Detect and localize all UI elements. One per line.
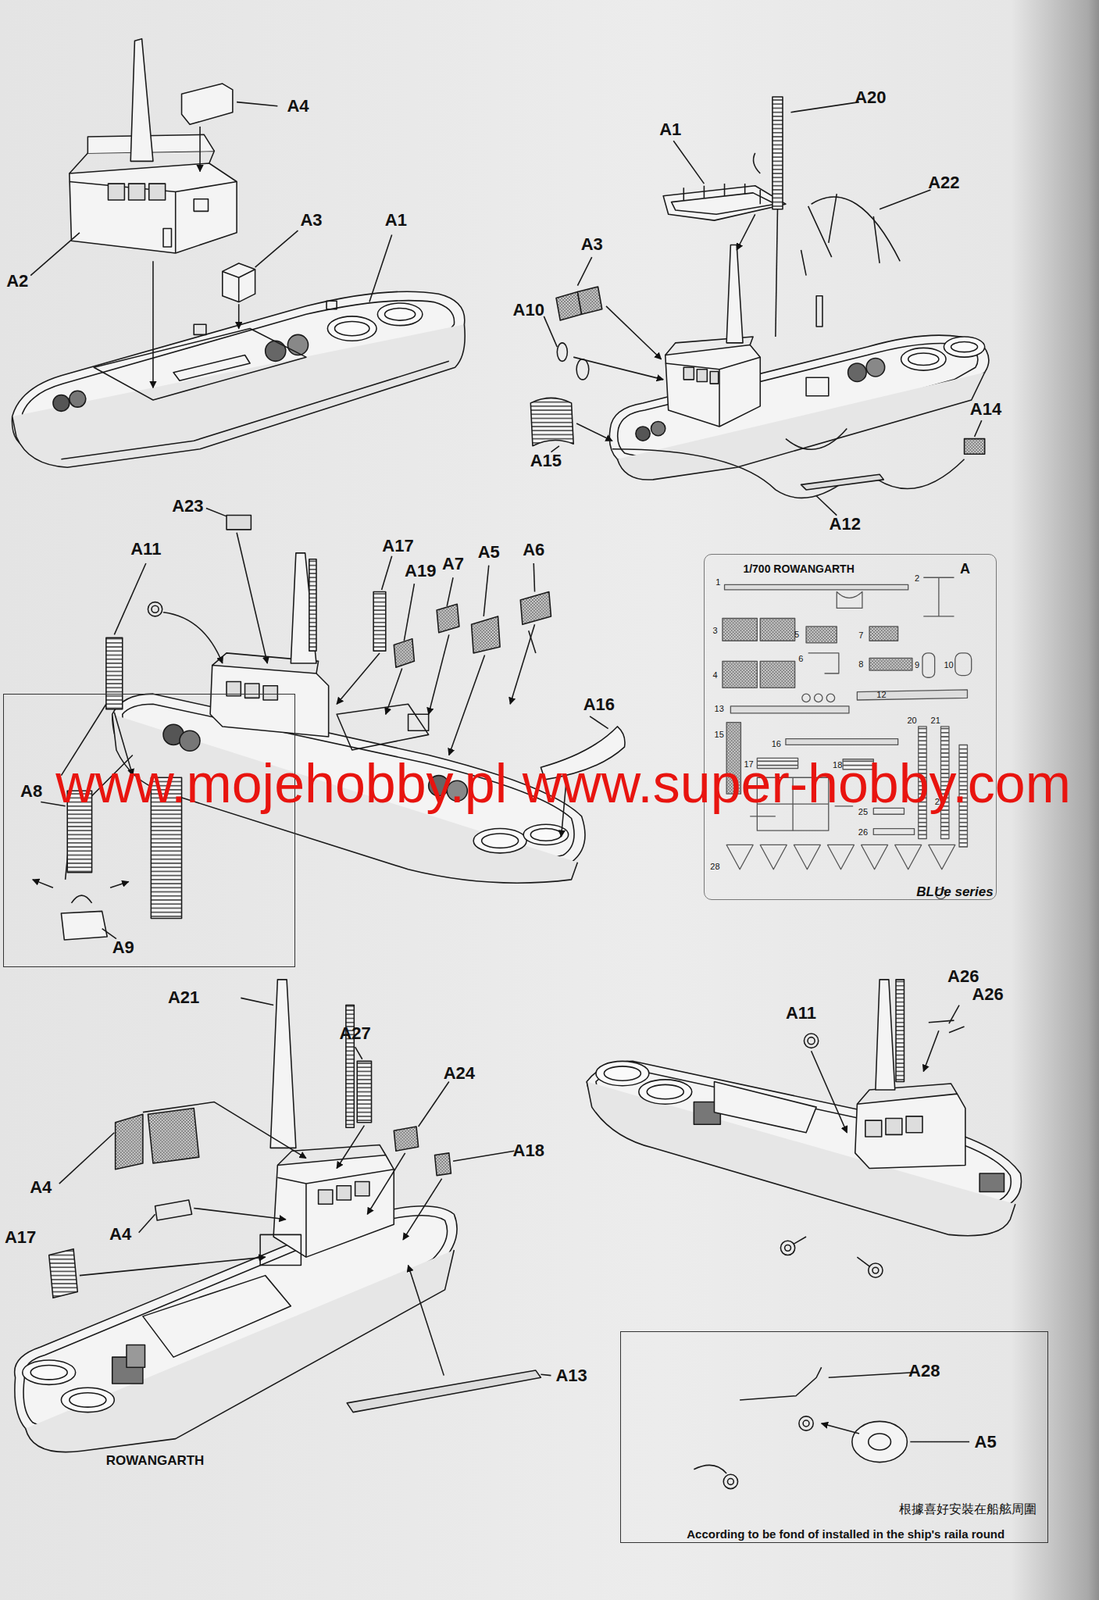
inset-box: A28A5 根據喜好安裝在船舷周圍 According to be fond of … bbox=[620, 1330, 1048, 1542]
callout-number: A19 bbox=[404, 561, 436, 581]
callout-number: A3 bbox=[299, 210, 322, 230]
callout-number: A9 bbox=[112, 938, 135, 957]
inset-box: A8A9 bbox=[3, 693, 296, 967]
callout-number: A26 bbox=[947, 966, 979, 986]
part-number: 9 bbox=[914, 660, 920, 670]
note-text: According to be fond of installed in the… bbox=[686, 1527, 1005, 1542]
etch-sheet: 1/700 ROWANGARTHA12357468910121320211516… bbox=[703, 553, 997, 900]
part-number: 2 bbox=[914, 573, 920, 583]
etch-sheet-parts bbox=[722, 577, 972, 899]
callout-number: A1 bbox=[385, 210, 407, 230]
part-number: 15 bbox=[714, 729, 725, 739]
callout-number: A20 bbox=[854, 88, 886, 108]
part-number: 8 bbox=[858, 659, 864, 669]
callout-number: A27 bbox=[338, 1024, 371, 1043]
callout-number: A26 bbox=[971, 984, 1003, 1004]
part-number: 5 bbox=[794, 629, 800, 639]
note-text: 1/700 ROWANGARTH bbox=[742, 563, 854, 575]
callout-number: A6 bbox=[522, 540, 545, 560]
inset-lifebuoy bbox=[693, 1366, 970, 1488]
callout-number: A16 bbox=[583, 695, 615, 714]
note-text: BLUe series bbox=[916, 884, 993, 900]
callout-number: A bbox=[959, 561, 971, 578]
part-number: 10 bbox=[944, 660, 954, 670]
part-number: 4 bbox=[712, 670, 718, 680]
part-number: 26 bbox=[858, 827, 868, 837]
part-number: 13 bbox=[714, 703, 725, 714]
callout-number: A13 bbox=[555, 1366, 587, 1385]
callout-number: A5 bbox=[974, 1432, 997, 1452]
callout-number: A21 bbox=[167, 988, 200, 1007]
callout-number: A14 bbox=[970, 399, 1002, 419]
callout-number: A15 bbox=[530, 451, 562, 471]
callout-number: A5 bbox=[478, 542, 500, 562]
ship-name: ROWANGARTH bbox=[106, 1453, 205, 1469]
part-number: 28 bbox=[710, 861, 720, 871]
part-number: 7 bbox=[858, 630, 864, 640]
callout-number: A4 bbox=[109, 1224, 132, 1244]
callout-number: A4 bbox=[286, 96, 309, 116]
callout-number: A17 bbox=[4, 1227, 36, 1247]
callout-number: A28 bbox=[908, 1361, 940, 1381]
part-number: 6 bbox=[798, 653, 803, 664]
callout-number: A18 bbox=[513, 1141, 545, 1160]
callout-number: A2 bbox=[6, 271, 29, 291]
callout-number: A11 bbox=[785, 1003, 817, 1023]
callout-number: A12 bbox=[829, 514, 861, 534]
callout-number: A11 bbox=[130, 539, 161, 559]
part-number: 20 bbox=[906, 715, 917, 725]
part-number: 12 bbox=[876, 689, 886, 700]
callout-number: A4 bbox=[29, 1177, 52, 1197]
panel-three bbox=[32, 507, 625, 939]
part-number: 3 bbox=[712, 625, 718, 636]
callout-number: A3 bbox=[581, 235, 604, 254]
callout-number: A10 bbox=[513, 300, 545, 320]
callout-number: A17 bbox=[381, 536, 414, 556]
panel-two bbox=[530, 96, 989, 516]
callout-number: A8 bbox=[20, 781, 43, 801]
callout-number: A23 bbox=[171, 496, 204, 516]
callout-number: A7 bbox=[442, 554, 464, 574]
callout-number: A1 bbox=[659, 120, 682, 140]
panel-five bbox=[586, 979, 1021, 1278]
part-number: 16 bbox=[771, 738, 782, 749]
part-number: 21 bbox=[931, 715, 941, 725]
callout-number: A22 bbox=[927, 173, 960, 193]
watermark: www.mojehobby.pl www.super-hobby.com bbox=[55, 753, 1071, 814]
note-text: 根據喜好安裝在船舷周圍 bbox=[899, 1502, 1037, 1517]
callout-number: A24 bbox=[443, 1063, 475, 1083]
panel-four bbox=[14, 979, 552, 1453]
panel-one bbox=[11, 39, 465, 468]
part-number: 1 bbox=[715, 577, 721, 587]
